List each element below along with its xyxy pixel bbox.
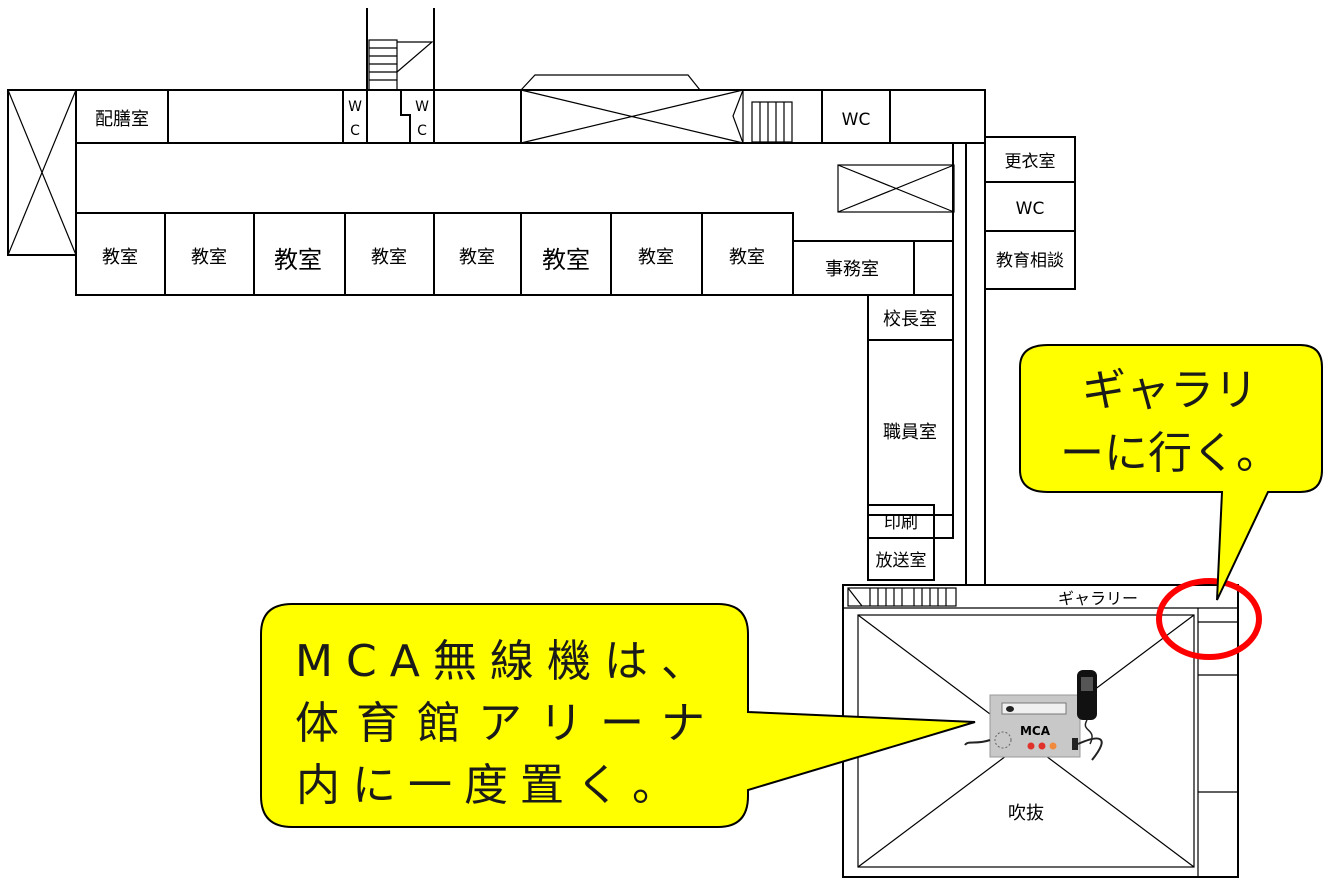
room-housoushitsu: 放送室 (876, 551, 927, 571)
gallery-marker-circle (1156, 578, 1262, 660)
callout-gallery-line-1: ギャラリ (1082, 365, 1258, 416)
room-wc-upper: WC (842, 110, 871, 130)
room-gallery: ギャラリー (1058, 589, 1138, 608)
gymnasium (842, 584, 1239, 878)
classroom-2: 教室 (191, 247, 227, 268)
callout-mca-line-3: 内に一度置く。 (296, 760, 676, 811)
room-kyouiku-soudan: 教育相談 (996, 251, 1064, 271)
classroom-8: 教室 (729, 247, 765, 268)
room-jimushitsu: 事務室 (825, 259, 879, 280)
room-wc-right: WC (1016, 199, 1045, 219)
upper-void (520, 74, 793, 144)
left-void (7, 89, 77, 256)
callout-mca (260, 603, 976, 828)
room-kouchoushitsu: 校長室 (883, 309, 937, 330)
room-wc-w-right: W (415, 99, 429, 115)
room-wc-w-left: W (348, 99, 362, 115)
room-haizen: 配膳室 (95, 109, 149, 130)
stairs-top (368, 39, 434, 91)
classroom-3: 教室 (274, 246, 322, 274)
room-kouishitsu: 更衣室 (1005, 152, 1056, 172)
small-void (837, 164, 955, 213)
callout-gallery (1019, 344, 1323, 601)
classroom-7: 教室 (638, 247, 674, 268)
room-insatsu: 印刷 (884, 513, 918, 533)
classroom-6: 教室 (542, 246, 590, 274)
callout-gallery-line-2: ーに行く。 (1060, 428, 1280, 479)
room-wc-c-left: C (350, 123, 360, 139)
room-shokuinshitsu: 職員室 (883, 422, 937, 443)
callout-mca-line-2: 体育館アリーナ (295, 698, 705, 749)
classroom-4: 教室 (371, 247, 407, 268)
classroom-5: 教室 (459, 247, 495, 268)
mca-radio-icon (964, 670, 1103, 761)
callout-mca-line-1: MCA無線機は、 (295, 636, 705, 687)
room-wc-c-right: C (417, 123, 427, 139)
mca-device-label: MCA (1020, 724, 1051, 738)
room-fukinuke: 吹抜 (1008, 803, 1044, 824)
classroom-1: 教室 (102, 247, 138, 268)
